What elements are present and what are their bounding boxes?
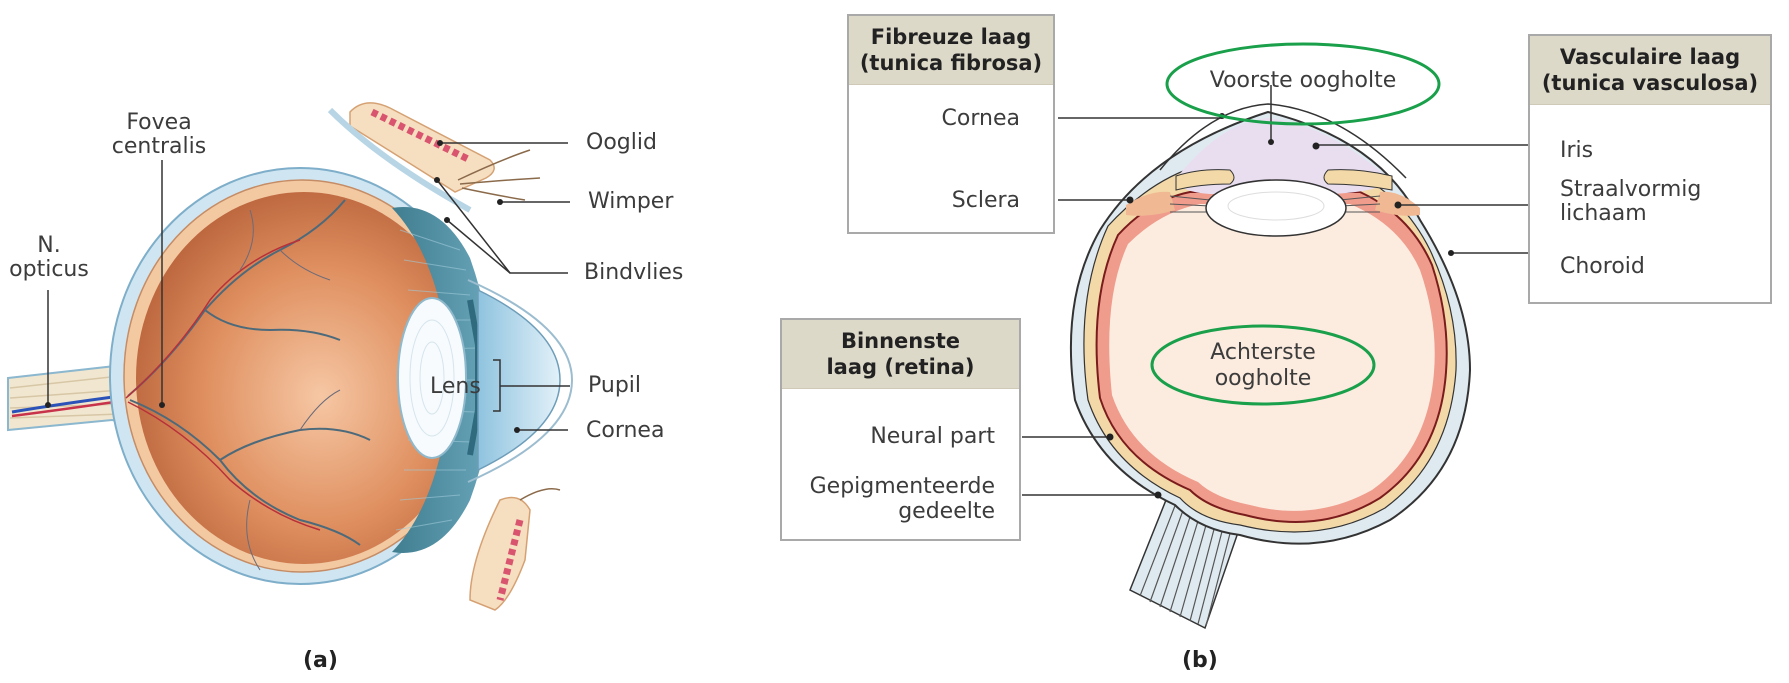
label-fovea-line1: Fovea — [126, 110, 192, 135]
label-cornea-b: Cornea — [941, 106, 1020, 131]
upper-eyelid-a — [327, 102, 541, 213]
caption-b: (b) — [1182, 648, 1218, 673]
retina-a — [136, 192, 472, 564]
vascular-title-line2: (tunica vasculosa) — [1541, 71, 1759, 95]
ciliary-body-a — [392, 207, 492, 553]
label-wimper: Wimper — [588, 189, 674, 214]
label-cornea-a: Cornea — [586, 418, 665, 443]
fibrous-layer-header: Fibreuze laag (tunica fibrosa) — [849, 16, 1053, 85]
inner-layer-header: Binnenste laag (retina) — [782, 320, 1019, 389]
label-bindvlies: Bindvlies — [584, 260, 684, 285]
label-iris: Iris — [1560, 138, 1594, 163]
inner-layer-box: Binnenste laag (retina) — [780, 318, 1021, 541]
leader-lines-a — [47, 142, 570, 431]
fibrous-layer-box: Fibreuze laag (tunica fibrosa) — [847, 14, 1055, 234]
lens-b — [1205, 179, 1347, 237]
label-n-opticus-line1: N. — [37, 233, 61, 258]
highlight-posterior-chamber — [1150, 324, 1376, 406]
vascular-layer-header: Vasculaire laag (tunica vasculosa) — [1530, 36, 1770, 105]
blood-vessels-a — [125, 199, 371, 571]
inner-title-line2: laag (retina) — [826, 355, 975, 379]
label-choroid: Choroid — [1560, 254, 1645, 279]
label-lens: Lens — [430, 374, 481, 399]
fibrous-title-line1: Fibreuze laag — [870, 25, 1032, 49]
label-posterior-chamber-line2: oogholte — [1214, 366, 1312, 391]
lower-eyelid-a — [469, 488, 561, 611]
label-neural-part: Neural part — [870, 424, 995, 449]
lens-a — [397, 297, 467, 459]
label-fovea-line2: centralis — [111, 134, 207, 159]
vascular-layer-box: Vasculaire laag (tunica vasculosa) — [1528, 34, 1772, 304]
label-sclera: Sclera — [951, 188, 1020, 213]
leader-lines-b — [1022, 85, 1535, 496]
vascular-title-line1: Vasculaire laag — [1559, 45, 1741, 69]
label-pigmented-line1: Gepigmenteerde — [809, 474, 995, 499]
label-pigmented-line2: gedeelte — [898, 499, 995, 524]
cornea-a — [477, 288, 561, 472]
label-ciliary-line2: lichaam — [1560, 201, 1647, 226]
label-pupil: Pupil — [588, 373, 642, 398]
label-ooglid: Ooglid — [586, 130, 657, 155]
caption-a: (a) — [303, 648, 338, 673]
inner-title-line1: Binnenste — [840, 329, 961, 353]
label-anterior-chamber: Voorste oogholte — [1209, 68, 1397, 93]
label-posterior-chamber-line1: Achterste — [1210, 340, 1316, 365]
iris-b — [1175, 169, 1235, 191]
vitreous-body-b — [1109, 204, 1435, 511]
highlight-anterior-chamber — [1165, 42, 1441, 126]
label-n-opticus-line2: opticus — [9, 257, 89, 282]
fibrous-title-line2: (tunica fibrosa) — [859, 51, 1043, 75]
label-ciliary-line1: Straalvormig — [1560, 177, 1702, 202]
